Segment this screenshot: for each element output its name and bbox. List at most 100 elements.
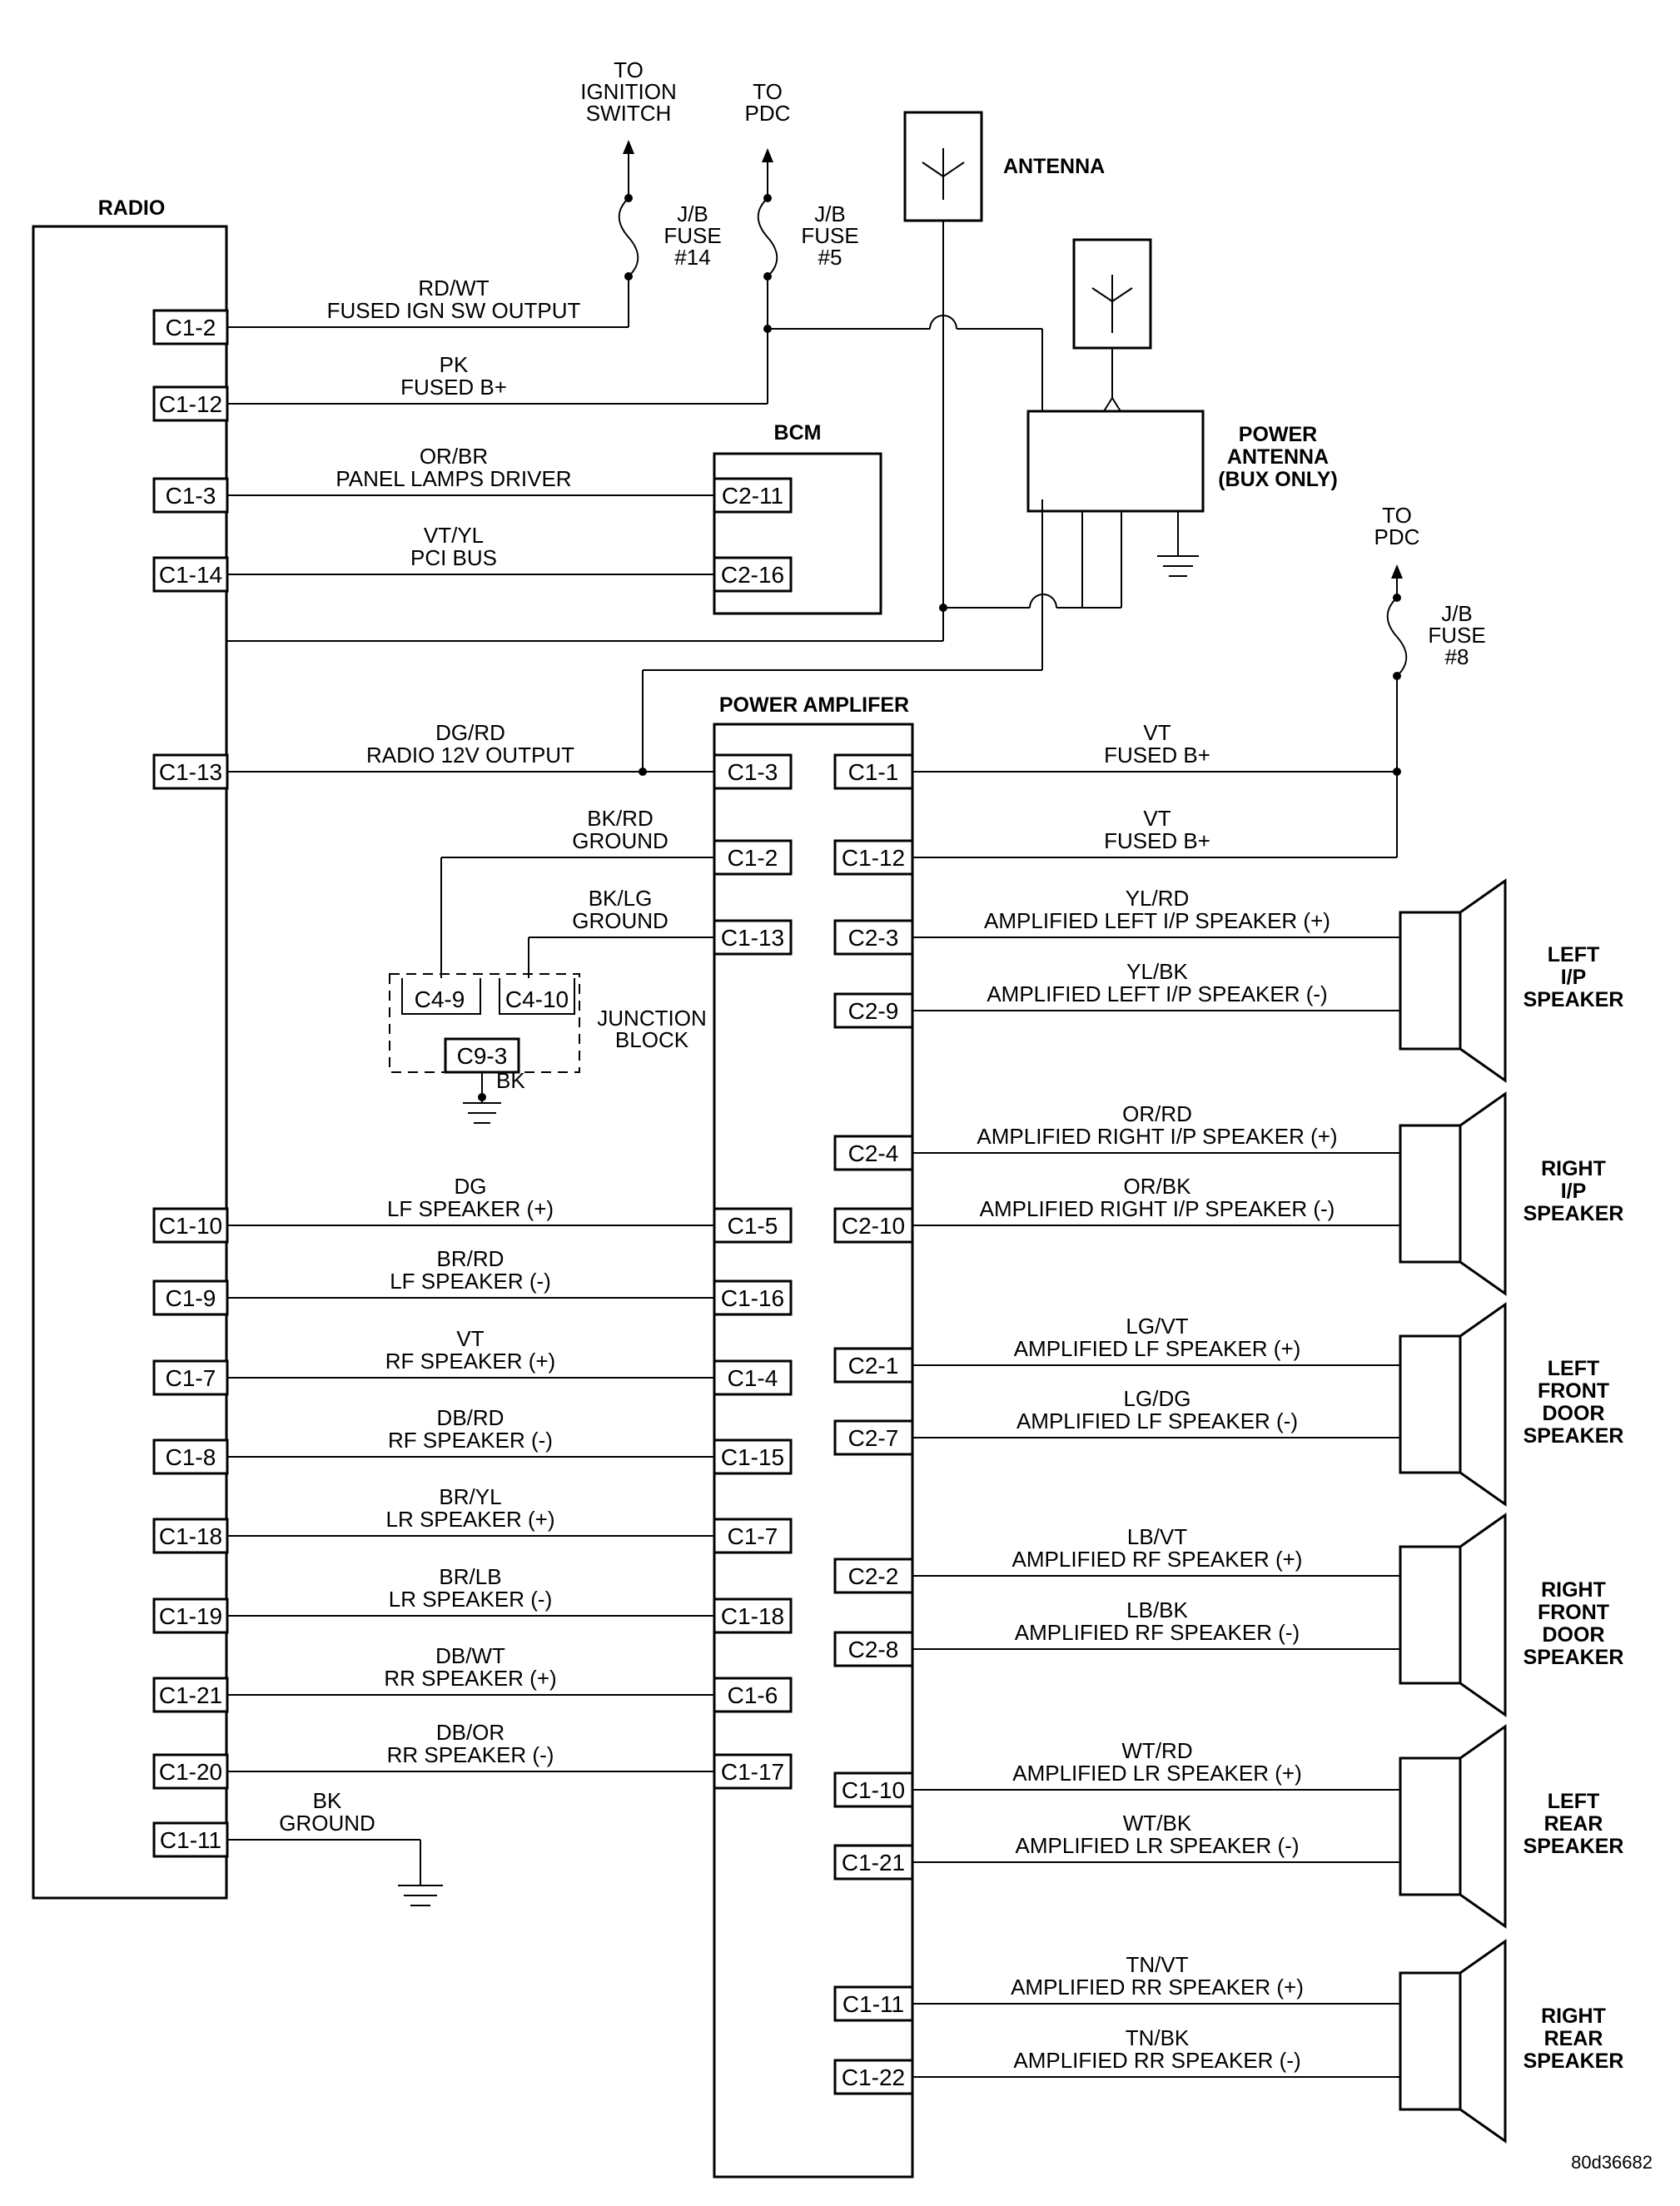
svg-text:LG/VT: LG/VT	[1126, 1314, 1188, 1339]
svg-text:LF SPEAKER (+): LF SPEAKER (+)	[387, 1196, 554, 1221]
wire-ground-bk-lg: BK/LG GROUND	[528, 886, 714, 978]
svg-text:BK: BK	[313, 1788, 342, 1813]
svg-text:C4-9: C4-9	[415, 986, 465, 1012]
bcm-title: BCM	[774, 421, 822, 445]
pdc-right-feed: TO PDC	[912, 503, 1419, 858]
svg-text:I/P: I/P	[1561, 966, 1587, 989]
antenna-label: ANTENNA	[1003, 155, 1105, 178]
amp-pin-c1-2: C1-2	[713, 839, 793, 876]
fuse-5-icon	[757, 197, 778, 277]
svg-text:VT: VT	[1143, 806, 1171, 831]
amp-pin-c1-6: C1-6	[713, 1677, 793, 1713]
speaker-icon	[1399, 911, 1462, 1051]
svg-text:WT/RD: WT/RD	[1121, 1738, 1192, 1763]
amp-pin-c2-2: C2-2	[833, 1558, 914, 1594]
svg-text:J/B: J/B	[814, 201, 846, 226]
svg-text:#8: #8	[1445, 644, 1469, 669]
wire-rr-speaker-neg: DB/OR RR SPEAKER (-)	[226, 1720, 714, 1772]
radio-pin-c1-21: C1-21	[152, 1677, 229, 1713]
fuse-5-label: J/B FUSE #5	[801, 201, 858, 270]
radio-pin-c1-11: C1-11	[152, 1821, 229, 1858]
svg-text:C1-3: C1-3	[728, 759, 778, 785]
svg-text:REAR: REAR	[1544, 2027, 1603, 2050]
wire-pci-bus: VT/YL PCI BUS	[226, 523, 714, 575]
svg-text:IGNITION: IGNITION	[580, 79, 677, 104]
svg-text:GROUND: GROUND	[279, 1811, 375, 1836]
svg-text:C1-4: C1-4	[728, 1365, 778, 1391]
svg-text:OR/RD: OR/RD	[1122, 1101, 1192, 1126]
svg-text:C1-2: C1-2	[166, 315, 216, 340]
svg-text:RADIO 12V OUTPUT: RADIO 12V OUTPUT	[366, 743, 574, 768]
amp-pin-c2-8: C2-8	[833, 1631, 914, 1667]
svg-text:RIGHT: RIGHT	[1541, 1157, 1606, 1180]
radio-pin-c1-10: C1-10	[152, 1207, 229, 1244]
svg-text:LG/DG: LG/DG	[1124, 1386, 1191, 1411]
wire-lr-speaker-neg: BR/LB LR SPEAKER (-)	[226, 1564, 714, 1617]
svg-text:VT: VT	[1143, 720, 1171, 745]
amp-pin-c1-18: C1-18	[713, 1597, 793, 1634]
power-amplifier-title: POWER AMPLIFER	[719, 693, 909, 717]
svg-text:TN/BK: TN/BK	[1126, 2025, 1190, 2050]
svg-text:LEFT: LEFT	[1548, 1357, 1600, 1380]
wire-amp-fused-b-1: VT FUSED B+	[1104, 720, 1210, 768]
svg-text:C1-18: C1-18	[721, 1603, 784, 1629]
svg-text:VT/YL: VT/YL	[424, 523, 484, 548]
radio-pin-c1-7: C1-7	[152, 1359, 229, 1396]
svg-text:AMPLIFIED LR SPEAKER (-): AMPLIFIED LR SPEAKER (-)	[1016, 1833, 1300, 1858]
radio-pin-c1-14: C1-14	[152, 556, 229, 593]
svg-text:SPEAKER: SPEAKER	[1523, 1424, 1624, 1448]
power-antenna-label: POWER	[1239, 423, 1317, 446]
svg-text:RIGHT: RIGHT	[1541, 1578, 1606, 1602]
wire-ground-bk-rd: BK/RD GROUND	[440, 806, 714, 978]
svg-text:C1-16: C1-16	[721, 1285, 784, 1311]
svg-text:C2-16: C2-16	[721, 562, 784, 588]
amp-pin-c1-11: C1-11	[833, 1985, 914, 2022]
svg-text:J/B: J/B	[677, 201, 708, 226]
svg-text:C1-21: C1-21	[159, 1682, 222, 1708]
svg-text:ANTENNA: ANTENNA	[1227, 445, 1329, 469]
svg-text:YL/BK: YL/BK	[1126, 959, 1188, 984]
svg-text:DG/RD: DG/RD	[435, 720, 505, 745]
wire-lf-speaker-neg: BR/RD LF SPEAKER (-)	[226, 1246, 714, 1299]
svg-text:DB/OR: DB/OR	[436, 1720, 504, 1745]
svg-text:AMPLIFIED RIGHT I/P SPEAKER (-: AMPLIFIED RIGHT I/P SPEAKER (-)	[980, 1196, 1335, 1221]
right-rear-speaker: TN/VT AMPLIFIED RR SPEAKER (+) TN/BK AMP…	[912, 1939, 1623, 2144]
amp-pin-c1-7: C1-7	[713, 1518, 793, 1554]
speaker-icon	[1399, 1545, 1462, 1685]
svg-text:BR/YL: BR/YL	[439, 1484, 501, 1509]
amp-pin-c1-21: C1-21	[833, 1844, 914, 1881]
svg-text:C4-10: C4-10	[505, 986, 569, 1012]
svg-text:C9-3: C9-3	[457, 1043, 508, 1069]
amp-pin-c1-17: C1-17	[713, 1753, 793, 1790]
svg-text:J/B: J/B	[1441, 601, 1473, 626]
svg-text:BK/RD: BK/RD	[587, 806, 653, 831]
wire-fused-b-plus: PK FUSED B+	[226, 352, 768, 405]
pdc-to-power-antenna-wire	[768, 315, 1043, 412]
bcm-pin-c2-16: C2-16	[713, 556, 793, 593]
svg-text:PDC: PDC	[745, 101, 791, 126]
right-front-door-speaker: LB/VT AMPLIFIED RF SPEAKER (+) LB/BK AMP…	[912, 1513, 1624, 1717]
amp-pin-c2-1: C2-1	[833, 1347, 914, 1384]
svg-text:C1-19: C1-19	[159, 1603, 222, 1629]
svg-text:WT/BK: WT/BK	[1123, 1811, 1192, 1836]
radio-pin-c1-20: C1-20	[152, 1753, 229, 1790]
wire-fused-ign-sw-output: RD/WT FUSED IGN SW OUTPUT	[226, 276, 629, 328]
svg-text:C1-6: C1-6	[728, 1682, 778, 1708]
svg-text:DOOR: DOOR	[1543, 1402, 1605, 1425]
wire-lf-speaker-pos: DG LF SPEAKER (+)	[226, 1174, 714, 1226]
svg-text:AMPLIFIED LF SPEAKER (+): AMPLIFIED LF SPEAKER (+)	[1014, 1336, 1301, 1361]
svg-text:RIGHT: RIGHT	[1541, 2005, 1606, 2028]
svg-text:C1-22: C1-22	[842, 2064, 905, 2090]
svg-text:AMPLIFIED RR SPEAKER (+): AMPLIFIED RR SPEAKER (+)	[1011, 1975, 1304, 2000]
svg-text:VT: VT	[456, 1326, 484, 1351]
svg-text:SPEAKER: SPEAKER	[1523, 1646, 1624, 1669]
speaker-icon	[1399, 1334, 1462, 1474]
svg-text:SPEAKER: SPEAKER	[1523, 1835, 1624, 1858]
svg-text:C1-18: C1-18	[159, 1523, 222, 1549]
ignition-arrow-icon	[623, 140, 634, 154]
figure-id: 80d36682	[1571, 2152, 1653, 2173]
amp-pin-c1-22: C1-22	[833, 2059, 914, 2095]
left-front-door-speaker: LG/VT AMPLIFIED LF SPEAKER (+) LG/DG AMP…	[912, 1302, 1624, 1507]
svg-text:DOOR: DOOR	[1543, 1623, 1605, 1647]
